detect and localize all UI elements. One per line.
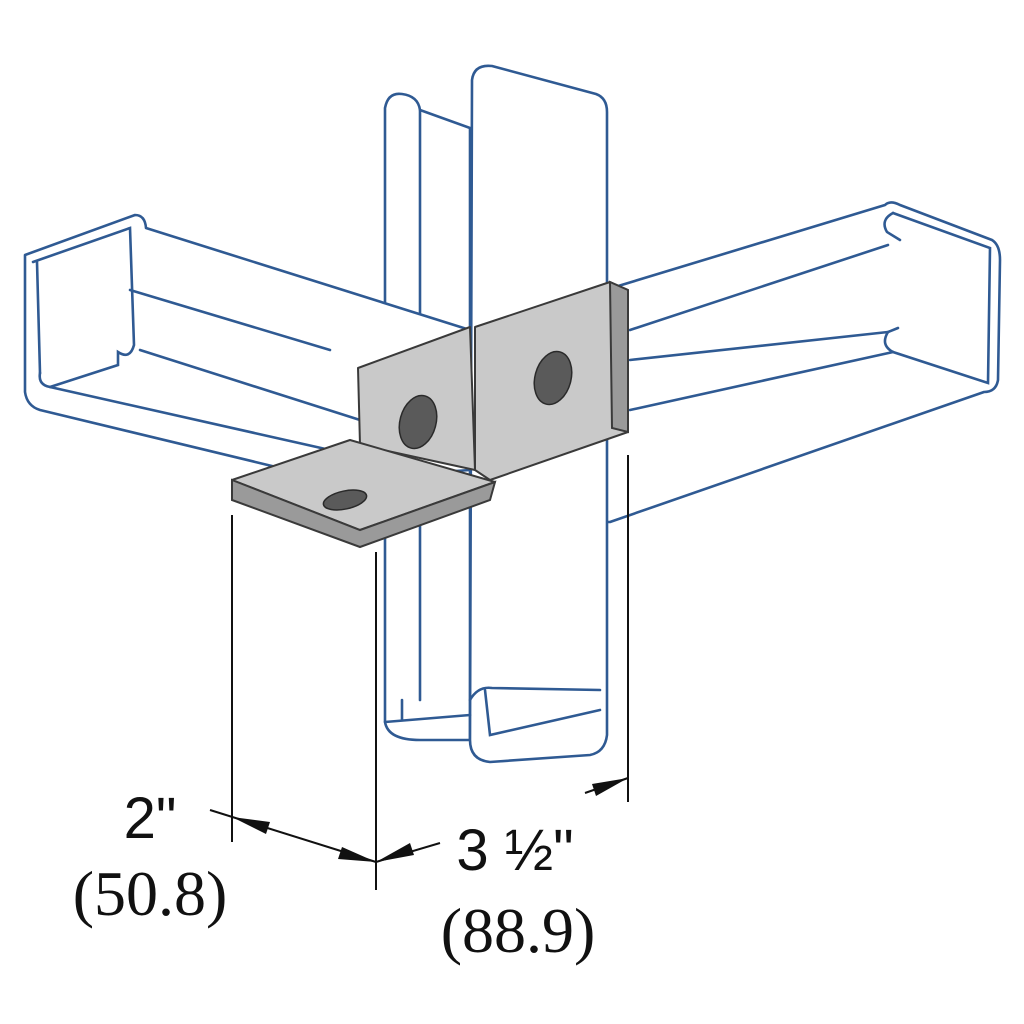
dimension-length-imperial: 3 ½" [456,818,573,883]
dimension-width-imperial: 2" [124,786,177,851]
dimension-length-metric: (88.9) [441,895,596,966]
bolt-hole [533,350,573,406]
dimension-lines [209,455,629,890]
dimension-width-metric: (50.8) [73,858,228,929]
bolt-hole [322,489,368,511]
horizontal-channel-right [603,201,1002,524]
bolt-hole [398,394,438,450]
bracket-plate [231,280,629,549]
